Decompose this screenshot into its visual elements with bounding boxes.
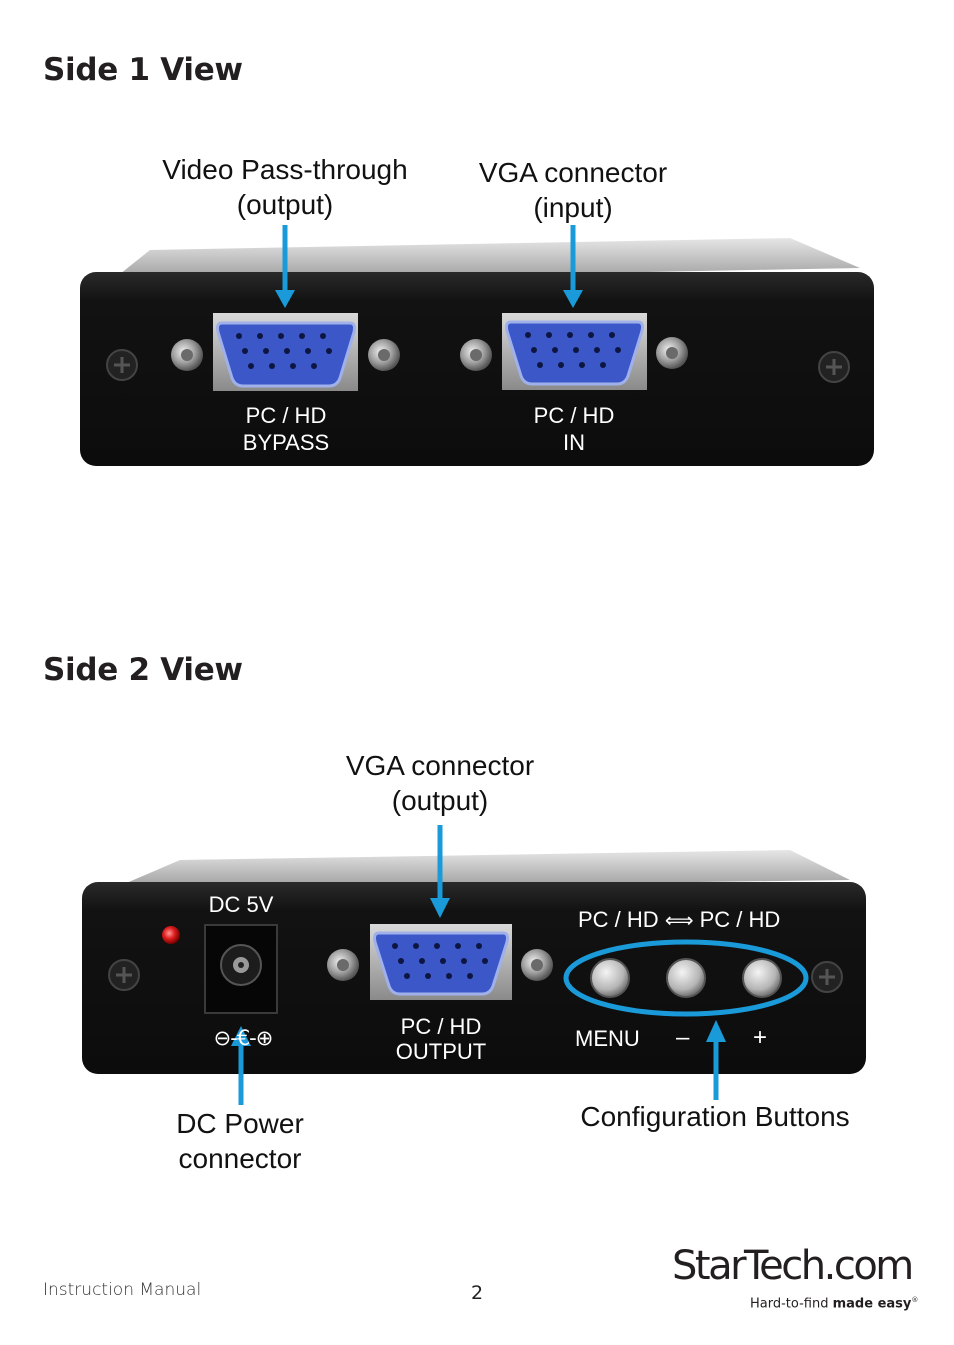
side-2-title: Side 2 View: [43, 652, 243, 688]
callout-line: VGA connector: [478, 157, 668, 188]
vga-pin: [552, 347, 558, 353]
vga-pin: [278, 333, 284, 339]
vga-pin: [567, 332, 573, 338]
vga-pin: [290, 363, 296, 369]
callout-line: VGA connector: [345, 750, 535, 781]
vga-pin: [242, 348, 248, 354]
vga-pin: [305, 348, 311, 354]
callout-dc-power: DC Power connector: [150, 1106, 330, 1176]
callout-line: DC Power: [176, 1108, 304, 1139]
logo-dot-com: .com: [823, 1243, 915, 1289]
vga-pin: [609, 332, 615, 338]
callout-vga-output: VGA connector (output): [320, 748, 560, 818]
port-label-bypass: PC / HD BYPASS: [206, 402, 366, 456]
registered-mark: ®: [911, 1296, 919, 1304]
vga-pin: [455, 943, 461, 949]
vga-pin: [236, 333, 242, 339]
button-label-plus: +: [753, 1024, 768, 1051]
switch-label-right: PC / HD: [699, 907, 781, 932]
vga-pin: [299, 333, 305, 339]
logo-tagline-bold: made easy: [832, 1296, 912, 1312]
button-label-minus: –: [676, 1024, 690, 1051]
callout-config-buttons: Configuration Buttons: [580, 1101, 850, 1132]
callout-line: Video Pass-through: [162, 154, 408, 185]
vga-pin: [546, 332, 552, 338]
vga-pin: [263, 348, 269, 354]
vga-pin: [440, 958, 446, 964]
logo-wordmark: StarTech.com: [672, 1242, 915, 1290]
switch-label-left: PC / HD: [578, 907, 659, 932]
vga-pin: [311, 363, 317, 369]
callout-line: (input): [533, 192, 613, 223]
vga-pin: [579, 362, 585, 368]
double-arrow-icon: ⟺: [664, 908, 694, 932]
vga-pin: [419, 958, 425, 964]
port-label-line: PC / HD: [533, 403, 615, 428]
vga-pin: [600, 362, 606, 368]
vga-pin: [326, 348, 332, 354]
side-1-title: Side 1 View: [43, 52, 243, 88]
vga-pin: [476, 943, 482, 949]
logo-text: StarTech: [672, 1243, 826, 1289]
vga-pin: [404, 973, 410, 979]
vga-pin: [525, 332, 531, 338]
vga-pin: [392, 943, 398, 949]
startech-logo: StarTech.com Hard-to-find made easy®: [672, 1242, 918, 1311]
port-label-line: PC / HD: [400, 1014, 482, 1039]
vga-pin: [446, 973, 452, 979]
port-label-line: BYPASS: [242, 430, 330, 455]
vga-pin: [531, 347, 537, 353]
vga-pin: [320, 333, 326, 339]
callout-line: (output): [236, 189, 334, 220]
vga-pin: [482, 958, 488, 964]
callout-video-passthrough: Video Pass-through (output): [150, 152, 420, 222]
vga-pin: [269, 363, 275, 369]
page-number: 2: [471, 1282, 484, 1304]
vga-pin: [257, 333, 263, 339]
port-label-line: OUTPUT: [395, 1039, 487, 1064]
vga-pin: [537, 362, 543, 368]
vga-pin: [248, 363, 254, 369]
vga-pin: [594, 347, 600, 353]
vga-pin: [398, 958, 404, 964]
vga-pin: [573, 347, 579, 353]
switch-label: PC / HD ⟺ PC / HD: [578, 907, 808, 933]
dc-5v-label: DC 5V: [208, 892, 274, 917]
vga-pin: [615, 347, 621, 353]
footer-manual-label: Instruction Manual: [43, 1280, 202, 1300]
vga-pin: [425, 973, 431, 979]
callout-line: connector: [178, 1143, 302, 1174]
polarity-symbol: ⊖-€-⊕: [213, 1026, 274, 1050]
callout-vga-input: VGA connector (input): [458, 155, 688, 225]
vga-pin: [588, 332, 594, 338]
port-label-output: PC / HD OUTPUT: [361, 1014, 521, 1064]
vga-pin: [461, 958, 467, 964]
vga-pin: [284, 348, 290, 354]
button-label-menu: MENU: [575, 1026, 640, 1051]
vga-pin: [413, 943, 419, 949]
vga-pin: [558, 362, 564, 368]
vga-pin: [467, 973, 473, 979]
callout-line: (output): [391, 785, 489, 816]
logo-tagline-plain: Hard-to-find: [750, 1296, 833, 1312]
port-label-in: PC / HD IN: [494, 402, 654, 456]
port-label-line: IN: [563, 430, 585, 455]
vga-pin: [434, 943, 440, 949]
port-label-line: PC / HD: [245, 403, 327, 428]
logo-tagline: Hard-to-find made easy®: [750, 1296, 918, 1311]
